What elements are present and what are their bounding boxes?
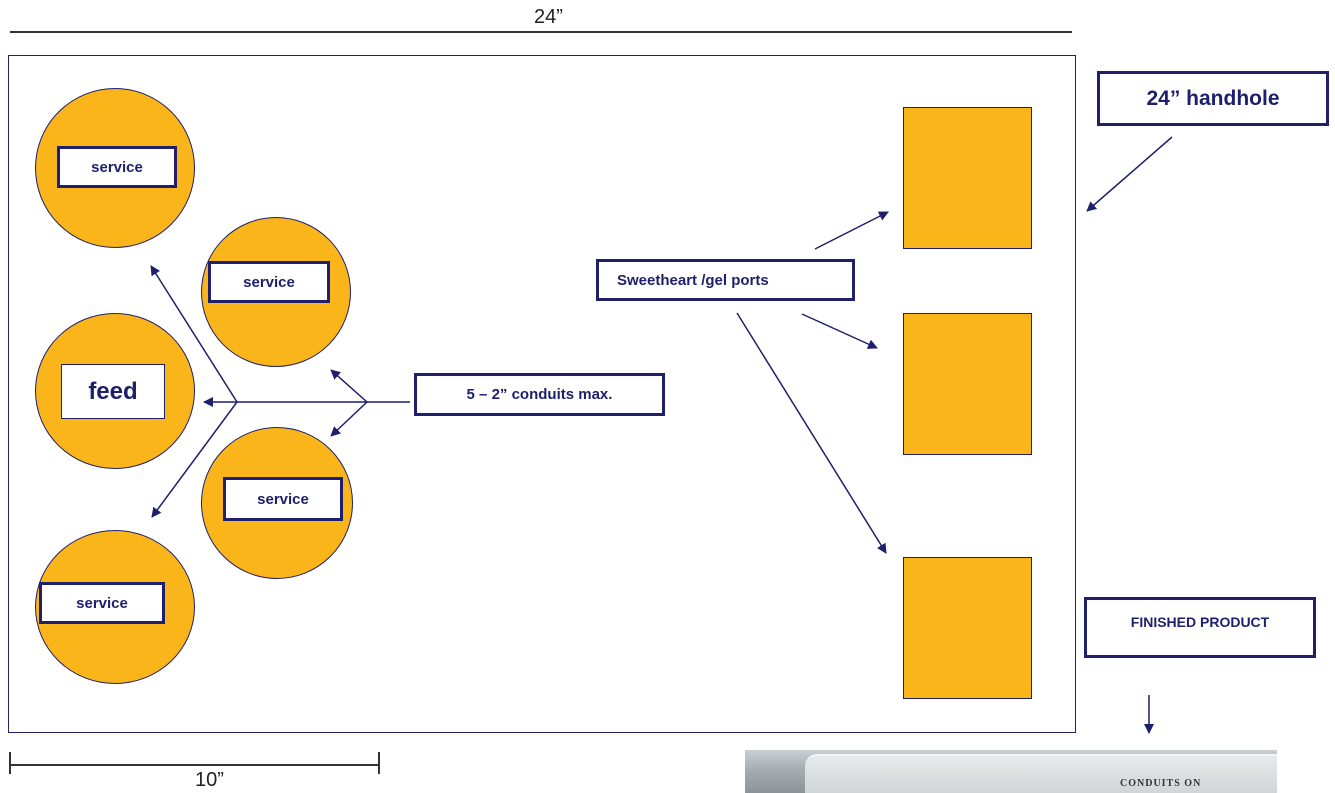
finished-product-photo: CONDUITS ON [745,750,1277,793]
feed-label: feed [61,364,165,419]
photo-lid [805,754,1277,793]
gel-port-2 [903,313,1032,455]
port-arrow-3 [736,312,887,554]
conduit-arrow-up [150,265,238,403]
ports-label: Sweetheart /gel ports [596,259,855,301]
handhole-outline [8,55,1076,733]
port-arrow-2 [801,313,878,349]
service-label-2: service [208,261,330,303]
finished-product-text: FINISHED PRODUCT [1130,614,1270,630]
feed-label-text: feed [88,377,138,405]
gel-port-1 [903,107,1032,249]
service-label-4: service [39,582,165,624]
conduit-arrow-down [151,401,238,518]
bottom-dimension-tick-right [378,752,380,774]
port-arrow-1 [814,211,889,250]
handhole-arrow [1086,136,1173,212]
handhole-label: 24” handhole [1097,71,1329,126]
service-label-3: service [223,477,343,521]
service-label-1: service [57,146,177,188]
gel-port-3 [903,557,1032,699]
top-dimension-label: 24” [534,6,563,28]
bottom-dimension-line [10,764,379,766]
top-dimension-line [10,31,1072,33]
finished-product-label: FINISHED PRODUCT [1084,597,1316,658]
conduits-label: 5 – 2” conduits max. [414,373,665,416]
photo-text: CONDUITS ON [1120,778,1202,789]
bottom-dimension-tick-left [9,752,11,774]
conduit-arrow-service-3 [330,401,368,437]
bottom-dimension-label: 10” [195,769,224,791]
conduit-arrow-service-2 [330,369,368,403]
